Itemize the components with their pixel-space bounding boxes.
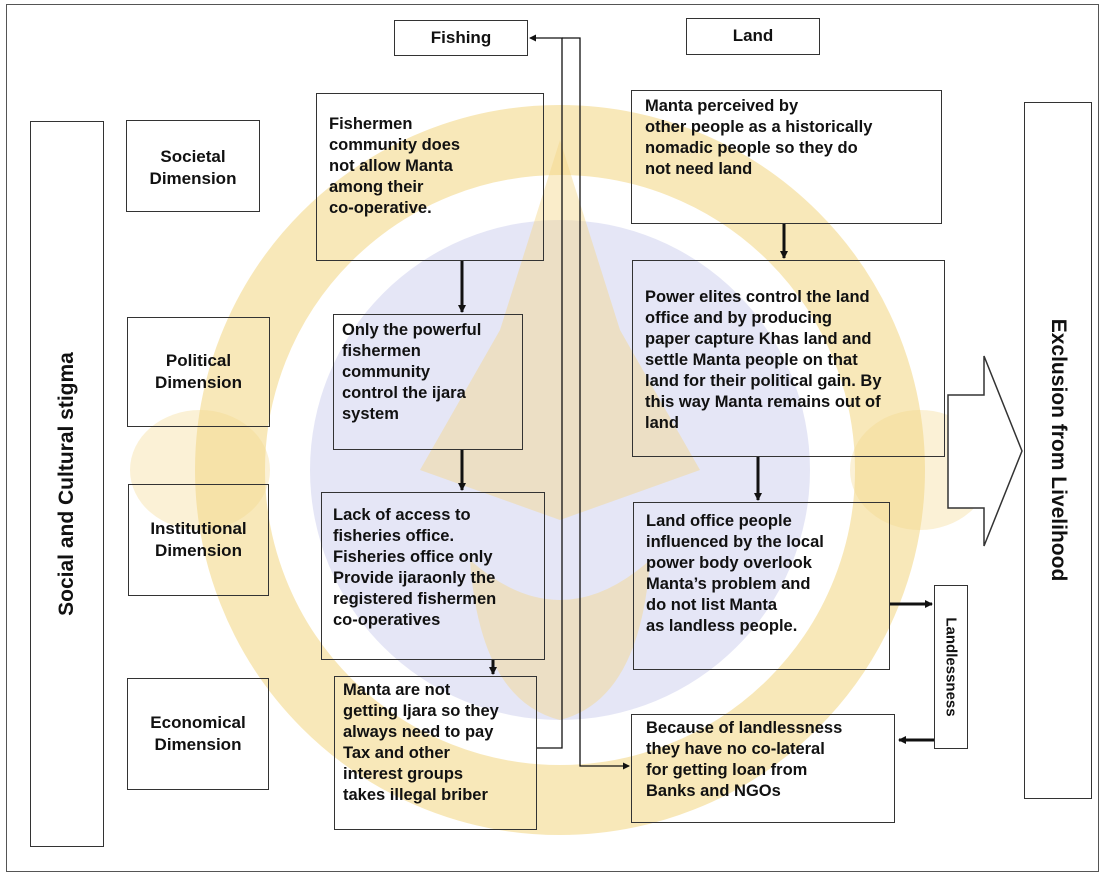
economical-dimension-box bbox=[127, 678, 269, 790]
fishing-economical-text: Manta are not getting Ijara so they alwa… bbox=[343, 681, 499, 804]
fishing-economical-box bbox=[334, 676, 537, 830]
stigma-label: Social and Cultural stigma bbox=[55, 352, 78, 616]
political-dimension-box bbox=[127, 317, 270, 427]
land-institutional-text: Land office people influenced by the loc… bbox=[646, 512, 824, 635]
stigma-bar bbox=[30, 121, 104, 847]
landlessness-label: Landlessness bbox=[942, 617, 960, 717]
land-political-box bbox=[632, 260, 945, 457]
land-societal-box bbox=[631, 90, 942, 224]
societal-dimension-box bbox=[126, 120, 260, 212]
institutional-dimension-box bbox=[128, 484, 269, 596]
fishing-institutional-text: Lack of access to fisheries office. Fish… bbox=[333, 506, 497, 629]
land-economical-box bbox=[631, 714, 895, 823]
fishing-header: Fishing bbox=[430, 28, 492, 47]
fishing-political-box bbox=[333, 314, 523, 450]
institutional-dimension-label: Institutional Dimension bbox=[150, 519, 247, 560]
exclusion-label: Exclusion from Livelihood bbox=[1047, 318, 1070, 582]
landlessness-box bbox=[934, 585, 968, 749]
economical-dimension-label: Economical Dimension bbox=[150, 713, 246, 754]
fishing-societal-text: Fishermen community does not allow Manta… bbox=[329, 115, 461, 217]
land-economical-text: Because of landlessness they have no co-… bbox=[646, 719, 843, 800]
exclusion-bar bbox=[1024, 102, 1092, 799]
societal-dimension-label: Societal Dimension bbox=[149, 147, 237, 188]
fishing-political-text: Only the powerful fishermen community co… bbox=[342, 321, 482, 423]
fishing-header-box bbox=[394, 20, 528, 56]
land-societal-text: Manta perceived by other people as a his… bbox=[645, 97, 873, 178]
land-header-box bbox=[686, 18, 820, 55]
land-header: Land bbox=[732, 26, 774, 45]
land-political-text: Power elites control the land office and… bbox=[645, 288, 882, 432]
land-institutional-box bbox=[633, 502, 890, 670]
political-dimension-label: Political Dimension bbox=[155, 351, 242, 392]
